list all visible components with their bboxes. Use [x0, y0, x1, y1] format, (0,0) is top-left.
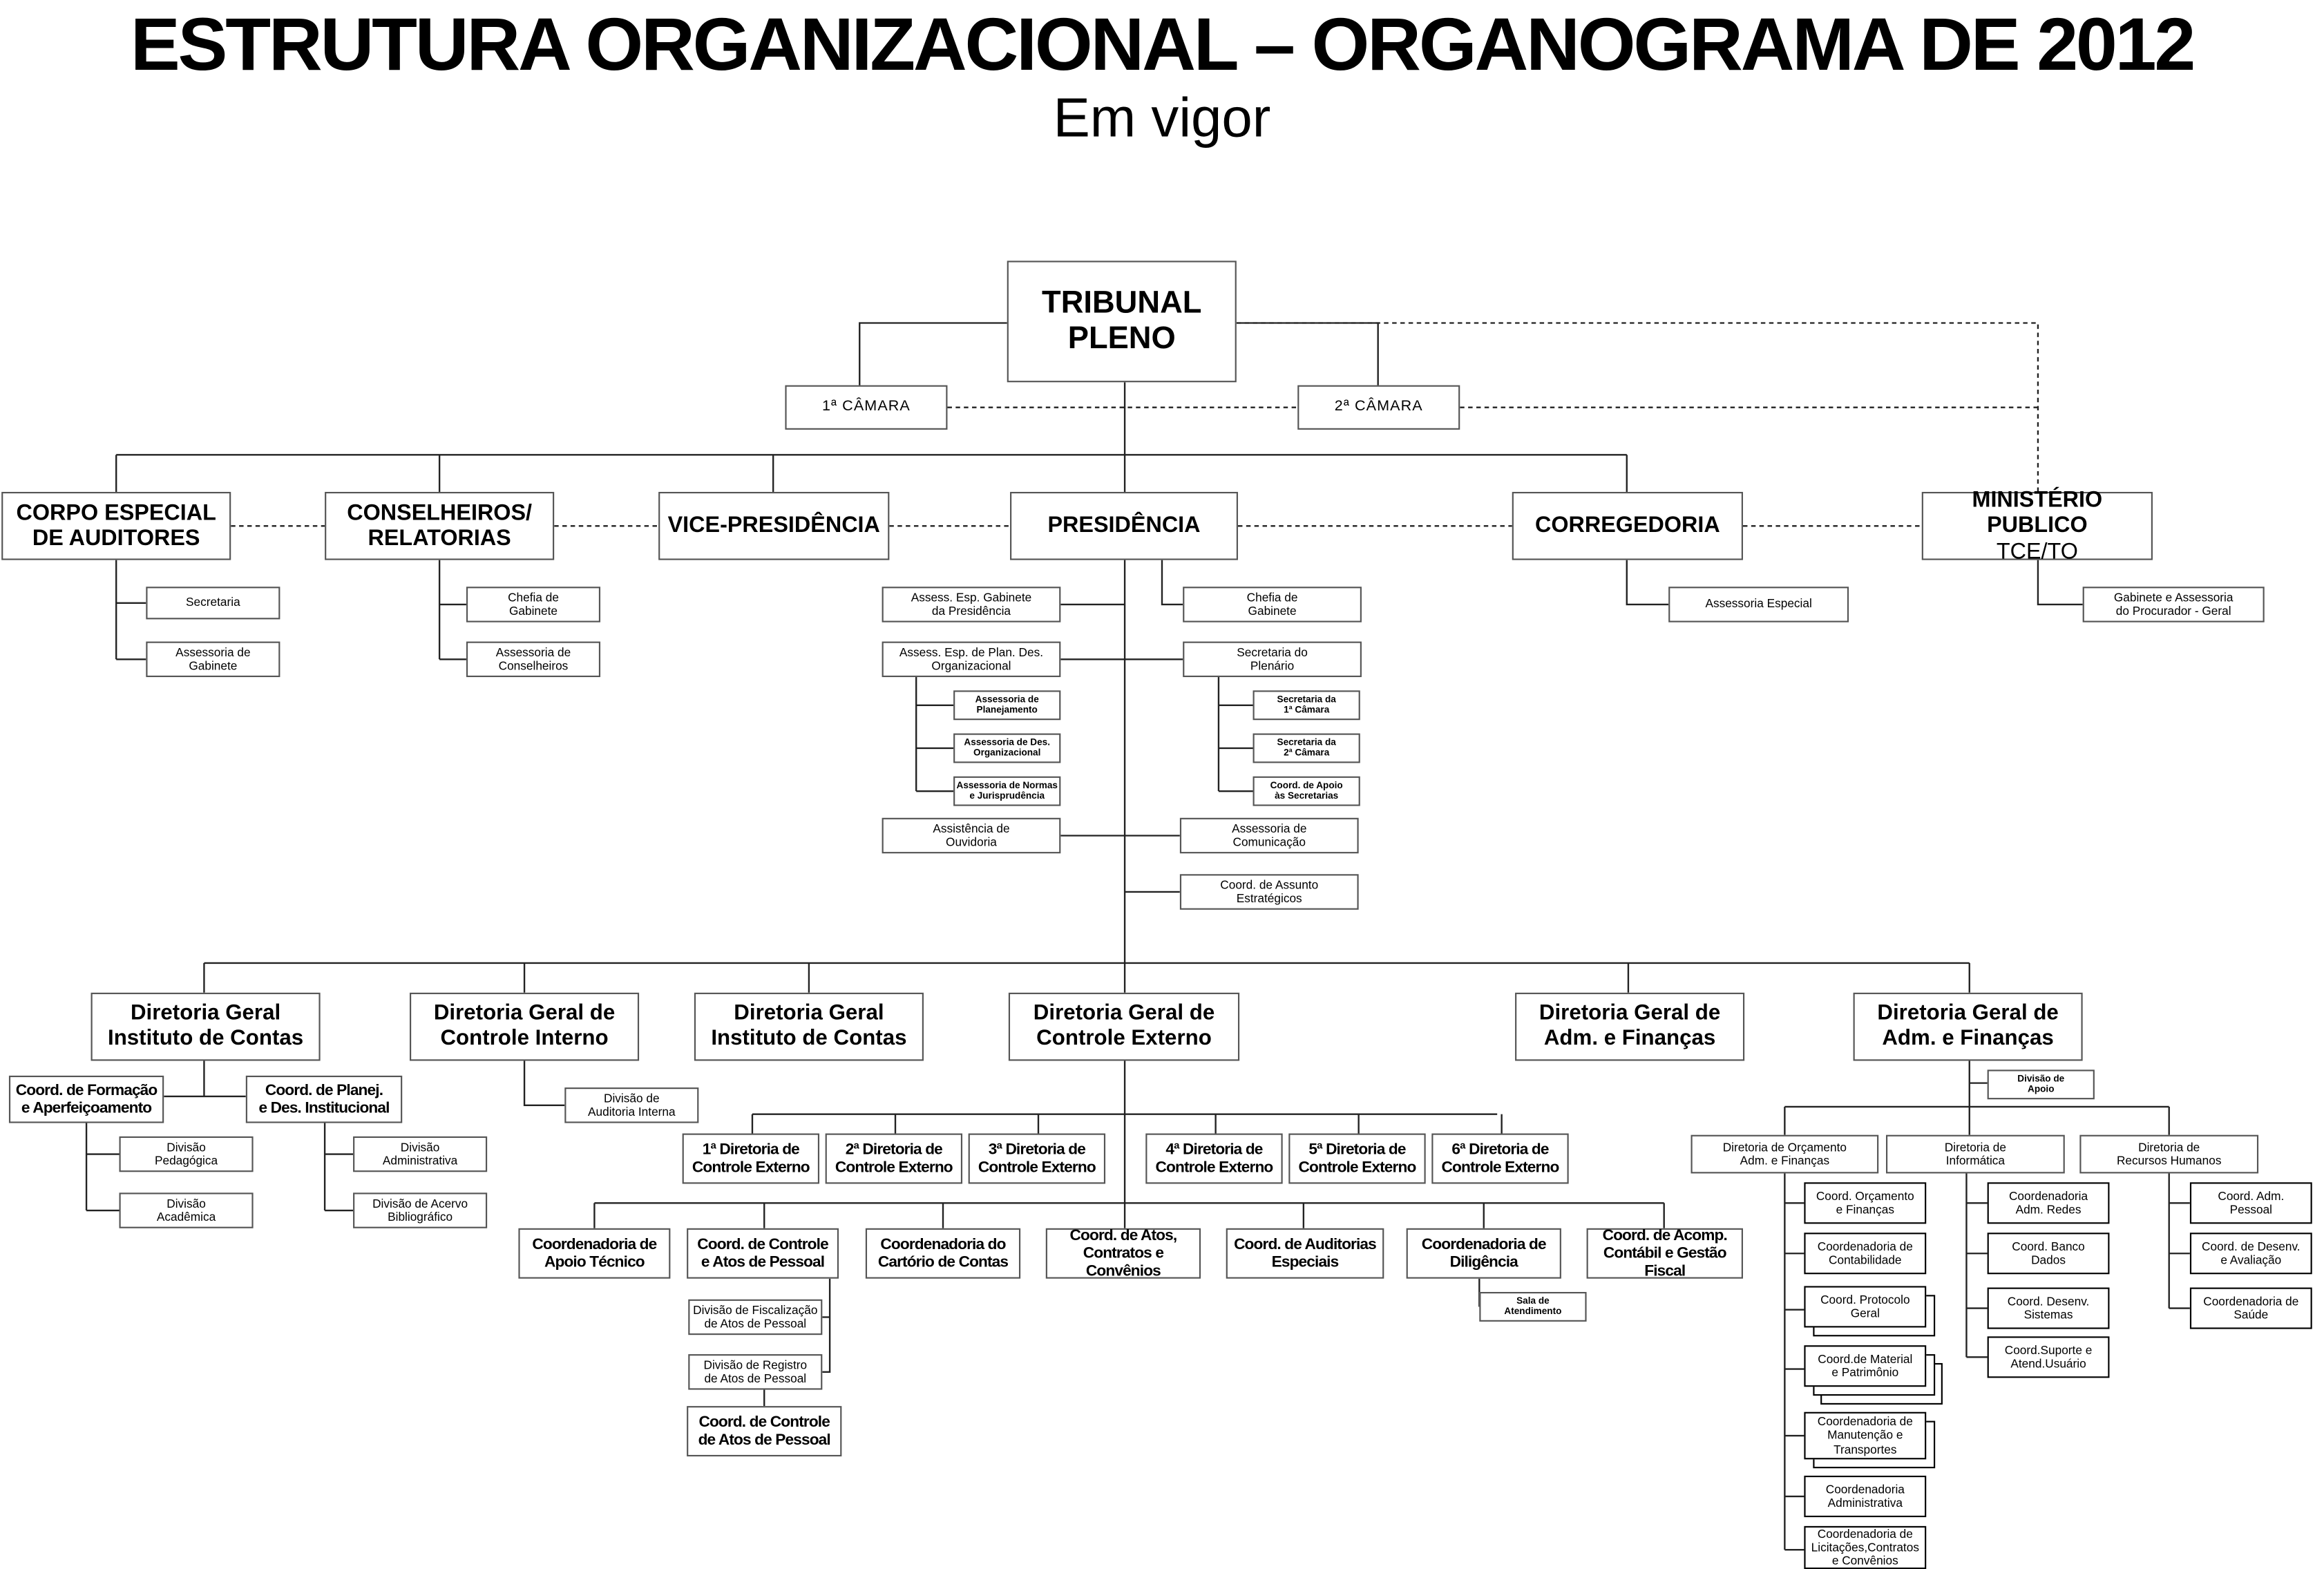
org-unit-pres-sec-plenario: Secretaria do Plenário	[1183, 641, 1362, 678]
connector-line	[822, 1278, 831, 1373]
org-unit-c-redes: Coordenadoria Adm. Redes	[1987, 1182, 2110, 1224]
org-unit-dir-ce4: 4ª Diretoria de Controle Externo	[1145, 1133, 1283, 1184]
org-unit-dir-rh: Diretoria de Recursos Humanos	[2079, 1134, 2259, 1174]
org-unit-corregedoria: CORREGEDORIA	[1512, 491, 1743, 560]
org-unit-corpo: CORPO ESPECIAL DE AUDITORES	[1, 491, 231, 560]
org-unit-div-auditoria: Divisão de Auditoria Interna	[564, 1087, 699, 1123]
org-unit-sec-2camara: Secretaria da 2ª Câmara	[1253, 733, 1360, 763]
org-unit-sublabel: TCE/TO	[1996, 538, 2078, 564]
org-unit-dir-ce6: 6ª Diretoria de Controle Externo	[1431, 1133, 1569, 1184]
connector-line	[523, 1061, 565, 1106]
org-unit-pres-chefia: Chefia de Gabinete	[1183, 587, 1362, 622]
org-unit-assunto-estrat: Coord. de Assunto Estratégicos	[1179, 874, 1359, 910]
org-unit-vice: VICE-PRESIDÊNCIA	[658, 491, 890, 560]
org-unit-dir-orcamento: Diretoria de Orçamento Adm. e Finanças	[1690, 1134, 1879, 1174]
org-unit-div-pedagogica: Divisão Pedagógica	[119, 1136, 254, 1172]
org-unit-c-contabilidade: Coordenadoria de Contabilidade	[1804, 1233, 1927, 1275]
org-unit-c-administrativa: Coordenadoria Administrativa	[1804, 1475, 1927, 1517]
org-unit-coord-diligencia: Coordenadoria de Diligência	[1406, 1228, 1561, 1279]
org-unit-ass-planejamento: Assessoria de Planejamento	[953, 690, 1061, 721]
page-title: ESTRUTURA ORGANIZACIONAL – ORGANOGRAMA D…	[130, 3, 2196, 86]
org-unit-div-registro: Divisão de Registro de Atos de Pessoal	[688, 1354, 823, 1390]
org-unit-sala-atendimento: Sala de Atendimento	[1479, 1292, 1587, 1322]
org-unit-c-suporte: Coord.Suporte e Atend.Usuário	[1987, 1336, 2110, 1378]
org-unit-c-saude: Coordenadoria de Saúde	[2189, 1287, 2312, 1329]
connector-line	[1626, 560, 1669, 606]
org-unit-pres-assess-gab: Assess. Esp. Gabinete da Presidência	[882, 587, 1061, 622]
org-unit-dir-ce3: 3ª Diretoria de Controle Externo	[968, 1133, 1106, 1184]
org-unit-sec-1camara: Secretaria da 1ª Câmara	[1253, 690, 1360, 721]
org-unit-dg-instituto1: Diretoria Geral Instituto de Contas	[91, 992, 321, 1061]
org-unit-corpo-secretaria: Secretaria	[146, 587, 280, 620]
org-unit-div-acervo: Divisão de Acervo Bibliográfico	[353, 1192, 488, 1228]
org-unit-ass-des-org: Assessoria de Des. Organizacional	[953, 733, 1061, 763]
org-unit-dg-controle-interno: Diretoria Geral de Controle Interno	[410, 992, 640, 1061]
org-unit-div-academica: Divisão Acadêmica	[119, 1192, 254, 1228]
org-unit-c-pessoal: Coord. Adm. Pessoal	[2189, 1182, 2312, 1224]
org-unit-c-material: Coord.de Material e Patrimônio	[1804, 1345, 1927, 1387]
org-unit-coord-auditorias: Coord. de Auditorias Especiais	[1226, 1228, 1384, 1279]
org-unit-dir-ce5: 5ª Diretoria de Controle Externo	[1288, 1133, 1426, 1184]
org-unit-c-licitacoes: Coordenadoria de Licitações,Contratos e …	[1804, 1525, 1927, 1569]
org-unit-coord-acomp: Coord. de Acomp. Contábil e Gestão Fisca…	[1586, 1226, 1743, 1280]
org-unit-div-administrativa: Divisão Administrativa	[353, 1136, 488, 1172]
org-unit-pres-assess-plan: Assess. Esp. de Plan. Des. Organizaciona…	[882, 641, 1061, 678]
org-unit-coord-planej: Coord. de Planej. e Des. Institucional	[245, 1075, 403, 1123]
org-unit-comunicacao: Assessoria de Comunicação	[1179, 817, 1359, 854]
org-unit-c-orcamento: Coord. Orçamento e Finanças	[1804, 1182, 1927, 1224]
org-unit-corpo-assessoria: Assessoria de Gabinete	[146, 641, 280, 678]
org-unit-coord-controle-atos2: Coord. de Controle de Atos de Pessoal	[687, 1406, 842, 1457]
org-unit-cons-assessoria: Assessoria de Conselheiros	[466, 641, 601, 678]
org-unit-dg-adm2: Diretoria Geral de Adm. e Finanças	[1853, 992, 2083, 1061]
org-unit-coord-apoio-tecnico: Coordenadoria de Apoio Técnico	[518, 1228, 671, 1279]
org-unit-conselheiros: CONSELHEIROS/ RELATORIAS	[325, 491, 555, 560]
page-subtitle: Em vigor	[1053, 87, 1271, 149]
org-unit-tribunal: TRIBUNAL PLENO	[1007, 260, 1237, 383]
org-unit-div-fiscalizacao: Divisão de Fiscalização de Atos de Pesso…	[688, 1299, 823, 1335]
org-unit-dir-informatica: Diretoria de Informática	[1886, 1134, 2065, 1174]
org-unit-label: MINISTÉRIO PUBLICO	[1972, 487, 2103, 539]
org-unit-c-sistemas: Coord. Desenv. Sistemas	[1987, 1287, 2110, 1329]
org-unit-camara1: 1ª CÂMARA	[785, 385, 948, 430]
org-unit-ass-normas: Assessoria de Normas e Jurisprudência	[953, 776, 1061, 806]
org-unit-coord-cartorio: Coordenadoria do Cartório de Contas	[865, 1228, 1021, 1279]
org-unit-camara2: 2ª CÂMARA	[1297, 385, 1460, 430]
connector-line	[2037, 560, 2083, 606]
org-unit-coord-apoio-sec: Coord. de Apoio às Secretarias	[1253, 776, 1360, 806]
org-unit-cons-chefia: Chefia de Gabinete	[466, 587, 601, 622]
org-unit-c-protocolo: Coord. Protocolo Geral	[1804, 1286, 1927, 1328]
org-unit-correg-assess: Assessoria Especial	[1668, 587, 1849, 622]
org-unit-coord-controle-atos: Coord. de Controle e Atos de Pessoal	[687, 1228, 839, 1279]
org-unit-div-apoio: Divisão de Apoio	[1987, 1069, 2095, 1100]
org-unit-presidencia: PRESIDÊNCIA	[1010, 491, 1238, 560]
org-unit-c-desenv-aval: Coord. de Desenv. e Avaliação	[2189, 1233, 2312, 1275]
org-unit-dg-adm1: Diretoria Geral de Adm. e Finanças	[1515, 992, 1745, 1061]
org-unit-coord-atos-contratos: Coord. de Atos, Contratos e Convênios	[1045, 1226, 1201, 1280]
connector-line	[1161, 560, 1183, 606]
org-unit-dg-controle-externo: Diretoria Geral de Controle Externo	[1008, 992, 1240, 1061]
org-unit-c-banco: Coord. Banco Dados	[1987, 1233, 2110, 1275]
connector-line	[859, 322, 1007, 386]
org-unit-dir-ce2: 2ª Diretoria de Controle Externo	[825, 1133, 963, 1184]
org-unit-coord-formacao: Coord. de Formação e Aperfeiçoamento	[8, 1075, 164, 1123]
org-unit-ouvidoria: Assistência de Ouvidoria	[882, 817, 1061, 854]
connector-line	[1236, 322, 1379, 386]
org-unit-mp-gabinete: Gabinete e Assessoria do Procurador - Ge…	[2082, 587, 2265, 622]
org-unit-c-manutencao: Coordenadoria de Manutenção e Transporte…	[1804, 1411, 1927, 1460]
org-unit-dg-instituto2: Diretoria Geral Instituto de Contas	[694, 992, 924, 1061]
org-unit-dir-ce1: 1ª Diretoria de Controle Externo	[682, 1133, 820, 1184]
